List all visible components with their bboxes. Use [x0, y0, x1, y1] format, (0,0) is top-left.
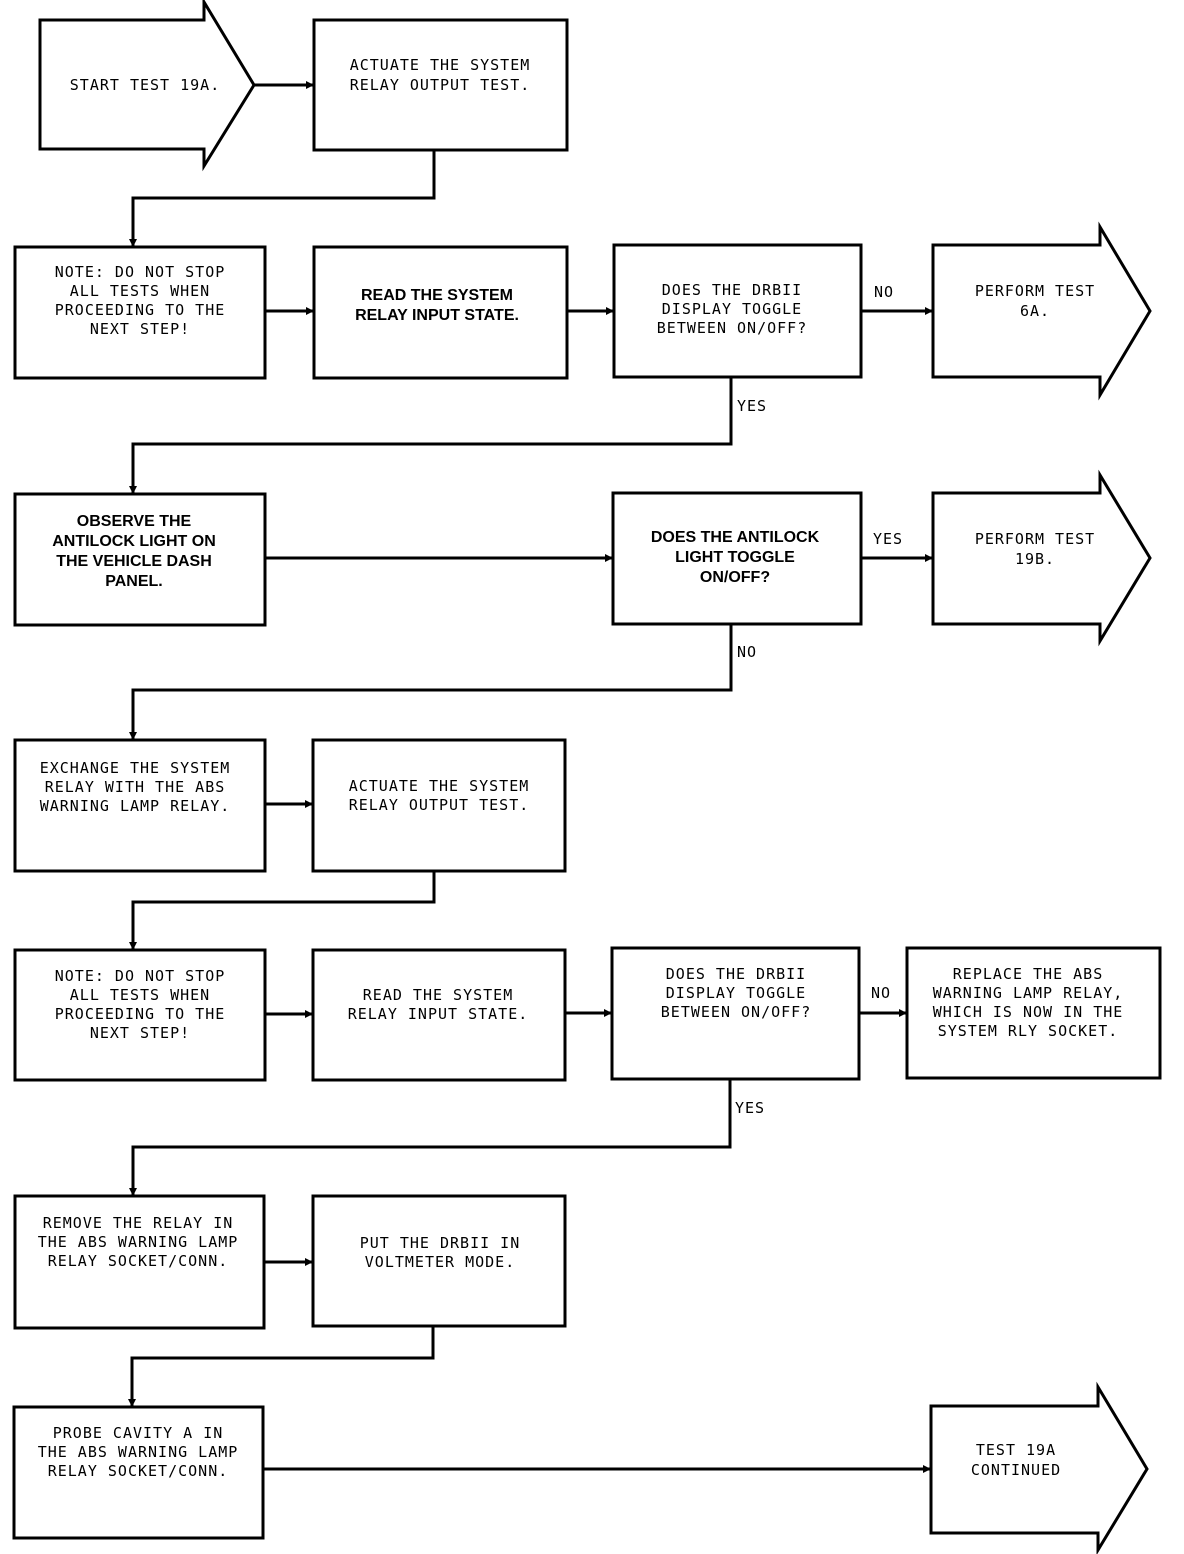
perform-19b-text: PERFORM TEST 19B. — [975, 530, 1095, 568]
actuate-text-2-line: ACTUATE THE SYSTEM — [349, 777, 530, 795]
remove-text-line: RELAY SOCKET/CONN. — [48, 1252, 229, 1270]
note-text-2-line: PROCEEDING TO THE — [55, 1005, 226, 1023]
replace-text-line: REPLACE THE ABS — [953, 965, 1103, 983]
actuate-box-2 — [311, 738, 567, 873]
start-text: START TEST 19A. — [70, 76, 220, 94]
note-text-1-line: NOTE: DO NOT STOP — [55, 263, 226, 281]
decision-3-yes-label: YES — [735, 1099, 765, 1117]
read-text-1-line: READ THE SYSTEM — [361, 287, 513, 304]
exchange-text-line: RELAY WITH THE ABS — [45, 778, 226, 796]
continued-text-line: CONTINUED — [971, 1461, 1061, 1479]
start-text-line: START TEST 19A. — [70, 76, 220, 94]
continued-arrow-shape — [929, 1381, 1149, 1554]
continued-text: TEST 19A CONTINUED — [971, 1441, 1061, 1479]
decision-1-no-label: NO — [874, 283, 894, 301]
voltmeter-text-line: PUT THE DRBII IN — [360, 1234, 521, 1252]
decision-text-2-line: LIGHT TOGGLE — [675, 549, 795, 566]
actuate-text-1: ACTUATE THE SYSTEM RELAY OUTPUT TEST. — [350, 56, 531, 94]
decision-text-2-line: ON/OFF? — [700, 569, 770, 586]
actuate-text-1-line: ACTUATE THE SYSTEM — [350, 56, 531, 74]
remove-text-line: THE ABS WARNING LAMP — [38, 1233, 239, 1251]
decision-text-1-line: DOES THE DRBII — [662, 281, 802, 299]
read-text-1: READ THE SYSTEM RELAY INPUT STATE. — [355, 287, 519, 324]
decision-2-no-label: NO — [737, 643, 757, 661]
perform-19b-arrow-shape — [931, 469, 1152, 647]
decision-text-3-line: DOES THE DRBII — [666, 965, 806, 983]
actuate-text-2-line: RELAY OUTPUT TEST. — [349, 796, 530, 814]
decision-text-2-line: DOES THE ANTILOCK — [651, 529, 820, 546]
start-arrow-shape — [38, 0, 256, 172]
perform-6a-text-line: 6A. — [1020, 302, 1050, 320]
read-box-2 — [311, 948, 567, 1082]
observe-text-line: THE VEHICLE DASH — [56, 553, 212, 570]
note-text-1-line: NEXT STEP! — [90, 320, 190, 338]
decision-3-no-label: NO — [871, 984, 891, 1002]
decision-text-3-line: BETWEEN ON/OFF? — [661, 1003, 811, 1021]
probe-text-line: THE ABS WARNING LAMP — [38, 1443, 239, 1461]
observe-text: OBSERVE THE ANTILOCK LIGHT ON THE VEHICLE … — [52, 513, 216, 590]
exchange-text-line: WARNING LAMP RELAY. — [40, 797, 231, 815]
remove-text-line: REMOVE THE RELAY IN — [43, 1214, 234, 1232]
note-text-2-line: NEXT STEP! — [90, 1024, 190, 1042]
observe-text-line: OBSERVE THE — [77, 513, 192, 530]
note-text-1-line: PROCEEDING TO THE — [55, 301, 226, 319]
voltmeter-text-line: VOLTMETER MODE. — [365, 1253, 515, 1271]
replace-text-line: WHICH IS NOW IN THE — [933, 1003, 1124, 1021]
perform-6a-text-line: PERFORM TEST — [975, 282, 1095, 300]
observe-text-line: ANTILOCK LIGHT ON — [52, 533, 216, 550]
probe-box — [12, 1405, 265, 1540]
read-text-1-line: RELAY INPUT STATE. — [355, 307, 519, 324]
replace-text-line: WARNING LAMP RELAY, — [933, 984, 1124, 1002]
actuate-text-1-line: RELAY OUTPUT TEST. — [350, 76, 531, 94]
decision-2-yes-label: YES — [873, 530, 903, 548]
voltmeter-box — [311, 1194, 567, 1328]
decision-text-2: DOES THE ANTILOCK LIGHT TOGGLE ON/OFF? — [651, 529, 820, 586]
decision-text-1-line: BETWEEN ON/OFF? — [657, 319, 807, 337]
replace-text-line: SYSTEM RLY SOCKET. — [938, 1022, 1119, 1040]
perform-19b-text-line: 19B. — [1015, 550, 1055, 568]
probe-text-line: RELAY SOCKET/CONN. — [48, 1462, 229, 1480]
perform-19b-text-line: PERFORM TEST — [975, 530, 1095, 548]
note-text-1-line: ALL TESTS WHEN — [70, 282, 210, 300]
exchange-text-line: EXCHANGE THE SYSTEM — [40, 759, 231, 777]
read-text-2-line: READ THE SYSTEM — [363, 986, 513, 1004]
perform-6a-arrow-shape — [931, 221, 1152, 401]
probe-text-line: PROBE CAVITY A IN — [53, 1424, 224, 1442]
note-text-2-line: NOTE: DO NOT STOP — [55, 967, 226, 985]
read-text-2-line: RELAY INPUT STATE. — [348, 1005, 529, 1023]
decision-text-3-line: DISPLAY TOGGLE — [666, 984, 806, 1002]
observe-text-line: PANEL. — [105, 573, 162, 590]
continued-text-line: TEST 19A — [976, 1441, 1056, 1459]
perform-6a-text: PERFORM TEST 6A. — [975, 282, 1095, 320]
note-text-2-line: ALL TESTS WHEN — [70, 986, 210, 1004]
decision-1-yes-label: YES — [737, 397, 767, 415]
decision-text-1-line: DISPLAY TOGGLE — [662, 300, 802, 318]
